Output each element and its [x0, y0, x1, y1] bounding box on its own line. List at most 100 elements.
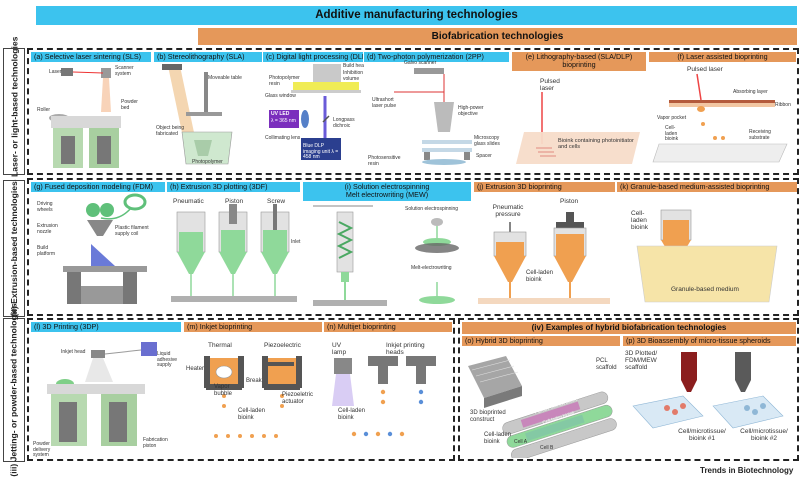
label-vapor: Vapor bubble: [214, 384, 233, 397]
panel-title: (p) 3D Bioassembly of micro-tissue spher…: [623, 336, 796, 347]
label-cell: Cell-laden bioink: [665, 125, 679, 142]
label-heater: Heater: [186, 366, 205, 372]
panel-3dp: (l) 3D Printing (3DP) Inkjet head Liquid…: [31, 322, 181, 458]
label-pcl: PCL scaffold: [596, 358, 617, 371]
label-cell-a: Cell A: [514, 439, 528, 445]
label-platform: Build platform: [37, 245, 56, 257]
panel-fdm: (g) Fused deposition modeling (FDM) Driv…: [31, 182, 165, 312]
panel-title: (b) Stereolithography (SLA): [154, 52, 262, 63]
panel-title: (h) Extrusion 3D plotting (3DF): [167, 182, 300, 193]
label-piezoelectric: Piezoelectric: [264, 342, 301, 349]
label-bioink-2: Cell/microtissue/ bioink #2: [740, 428, 788, 443]
extrusion-row-frame: [27, 178, 799, 316]
title-biofabrication: Biofabrication technologies: [198, 28, 797, 45]
label-pneumatic: Pneumatic: [173, 198, 204, 205]
label-piston: Piston: [225, 198, 244, 205]
row-label-extrusion: (ii) Extrusion-based technologies: [3, 180, 25, 317]
label-medium: Granule-based medium: [671, 286, 739, 293]
title-additive-manufacturing: Additive manufacturing technologies: [36, 6, 797, 25]
panel-2pp: (d) Two-photon polymerization (2PP) Galv…: [364, 52, 509, 170]
label-roller: Roller: [37, 107, 51, 113]
sla-illustration: [162, 64, 233, 165]
label-pneumatic-pressure: Pneumatic pressure: [492, 204, 524, 219]
panel-multijet: (n) Multijet bioprinting UV lamp Inkjet …: [324, 322, 452, 458]
panel-extrusion-plotting: (h) Extrusion 3D plotting (3DF) Pneumati…: [167, 182, 300, 312]
label-pulsed-laser: Pulsed laser: [687, 66, 723, 73]
label-inkjet: Inkjet head: [61, 349, 86, 355]
label-laser: Laser: [49, 69, 62, 75]
laser-assisted-illustration: [652, 73, 788, 163]
label-microscopy: Microscopy glass slides: [474, 135, 500, 147]
panel-title: (o) Hybrid 3D bioprinting: [462, 336, 620, 347]
label-photopolymer: Photopolymer: [192, 159, 223, 165]
panel-title: (c) Digital light processing (DLP): [263, 52, 363, 63]
label-collimating: Collimating lens: [265, 135, 301, 141]
label-spacer: Spacer: [476, 153, 492, 159]
label-inhibition: Inhibition volume: [343, 70, 364, 82]
panel-title-line2: Melt electrowriting (MEW): [345, 190, 429, 200]
label-uv-led: UV LED: [271, 111, 290, 117]
panel-lithography-bioprinting: (e) Lithography-based (SLA/DLP) bioprint…: [512, 52, 646, 170]
panel-title: (a) Selective laser sintering (SLS): [31, 52, 151, 63]
label-object: Object being fabricated: [156, 125, 185, 137]
panel-laser-assisted: (f) Laser assisted bioprinting Pulsed la…: [649, 52, 796, 170]
hybrid-bioprinting-illustration: [468, 356, 617, 458]
label-fabrication: Fabrication piston: [143, 437, 168, 449]
label-melt: Melt-electrowriting: [411, 265, 452, 271]
label-powder-bed: Powder bed: [121, 99, 138, 111]
panel-granule-bioprinting: (k) Granule-based medium-assisted biopri…: [617, 182, 797, 312]
panel-dlp: (c) Digital light processing (DLP) Build…: [263, 52, 367, 170]
label-ribbon: Ribbon: [775, 102, 791, 108]
panel-sls: (a) Selective laser sintering (SLS) Lase…: [31, 52, 151, 170]
lithography-illustration: [516, 92, 640, 164]
panel-electrospinning: (i) Solution electrospinning Melt electr…: [303, 182, 471, 312]
label-solution: Solution electrospinning: [405, 206, 459, 212]
label-resin: Photosensitive resin: [368, 155, 401, 167]
dlp-illustration: [269, 64, 361, 160]
label-cell-bioink: Cell-laden bioink: [338, 408, 366, 421]
panel-extrusion-bioprinting: (j) Extrusion 3D bioprinting Pneumatic p…: [474, 182, 615, 312]
label-resin: Photopolymer resin: [269, 75, 300, 87]
panel-title: (j) Extrusion 3D bioprinting: [474, 182, 615, 193]
panel-title: (n) Multijet bioprinting: [324, 322, 452, 333]
label-break: Break: [246, 378, 262, 384]
label-scaffold: 3D Plotted/ FDM/MEW scaffold: [625, 350, 658, 372]
label-bioink-1: Cell/microtissue/ bioink #1: [678, 428, 726, 443]
label-scanner: Scanner system: [115, 65, 134, 77]
row-label-jetting: (iii) Jetting- or powder-based technolog…: [3, 303, 25, 477]
label-receiving: Receiving substrate: [749, 129, 771, 141]
label-heads: Inkjet printing heads: [386, 342, 425, 357]
label-galvo: Galvo scanner: [404, 60, 437, 66]
multijet-illustration: [332, 356, 436, 437]
label-build-head: Build head: [343, 63, 367, 69]
panel-title: (k) Granule-based medium-assisted biopri…: [617, 182, 797, 193]
label-cell-bioink: Cell-laden bioink: [238, 408, 266, 421]
label-blue-dlp: Blue DLP imaging unit λ = 458 nm: [303, 143, 339, 160]
label-objective: High-power objective: [458, 105, 484, 117]
electrospinning-illustration: [313, 205, 459, 306]
sls-illustration: [49, 68, 121, 168]
label-thermal: Thermal: [208, 342, 232, 349]
label-screw: Screw: [267, 198, 286, 205]
panel-bioassembly: (p) 3D Bioassembly of micro-tissue spher…: [623, 336, 796, 458]
label-piston: Piston: [560, 198, 579, 205]
jetting-row-frame: [27, 318, 455, 461]
panel-title: (m) Inkjet bioprinting: [184, 322, 322, 333]
panel-title: (d) Two-photon polymerization (2PP): [364, 52, 509, 63]
fdm-illustration: [63, 193, 147, 304]
label-moveable-table: Moveable table: [208, 75, 242, 81]
label-powder: Powder delivery system: [33, 441, 51, 458]
panel-title: (e) Lithography-based (SLA/DLP) bioprint…: [512, 52, 646, 71]
panel-hybrid-bioprinting: (o) Hybrid 3D bioprinting PCL scaffold 3…: [462, 336, 620, 458]
extrusion-plotting-illustration: [171, 204, 297, 302]
granule-illustration: [636, 209, 778, 303]
label-pulsed-laser: Pulsed laser: [540, 78, 560, 93]
panel-title: (g) Fused deposition modeling (FDM): [31, 182, 165, 193]
hybrid-frame: [458, 318, 799, 461]
label-bioink: Bioink containing photoinitiator and cel…: [558, 138, 634, 151]
label-cell-bioink: Cell-laden bioink: [526, 270, 554, 283]
panel-sla: (b) Stereolithography (SLA) Moveable tab…: [154, 52, 262, 170]
label-uv-lamp: UV lamp: [332, 342, 347, 357]
label-vapor: Vapor pocket: [657, 115, 687, 121]
label-uv-wavelength: λ = 365 nm: [271, 118, 296, 124]
